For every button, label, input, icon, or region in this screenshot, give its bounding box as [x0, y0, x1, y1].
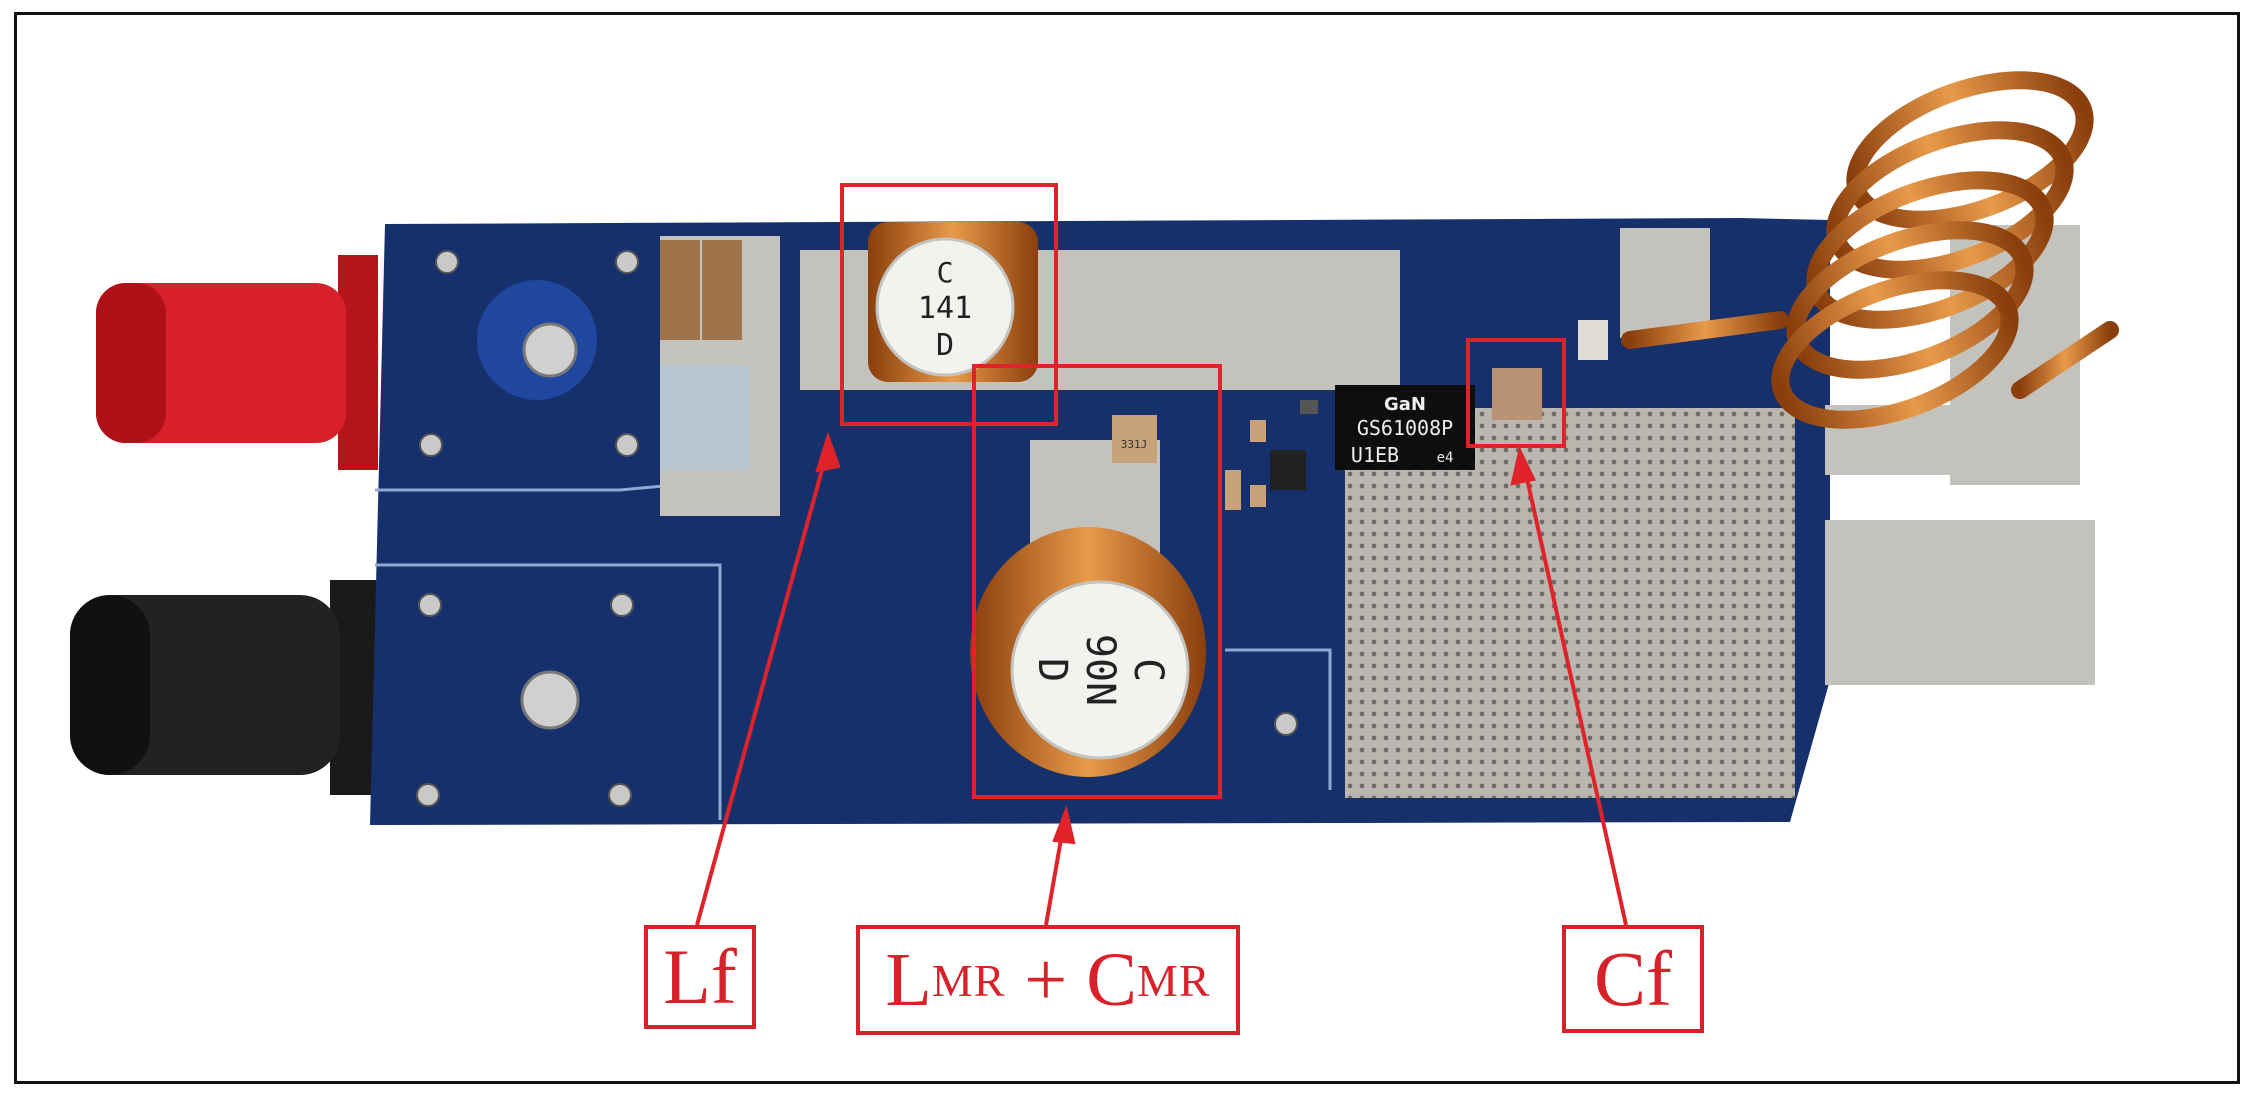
air-core-coil — [1621, 71, 2119, 429]
svg-text:141: 141 — [918, 291, 972, 326]
label-cf: Cf — [1562, 925, 1704, 1033]
black-banana-connector — [70, 580, 378, 795]
label-lf: Lf — [644, 925, 756, 1029]
highlight-box-lf — [840, 183, 1058, 426]
svg-text:C: C — [1125, 658, 1171, 682]
svg-text:U1EB: U1EB — [1351, 443, 1399, 467]
annotation-arrows — [695, 431, 1628, 926]
highlight-box-lmr-cmr — [972, 364, 1222, 799]
svg-text:90N: 90N — [1077, 634, 1123, 706]
svg-text:331J: 331J — [1121, 438, 1148, 451]
highlight-box-cf — [1466, 338, 1566, 448]
svg-text:D: D — [1029, 658, 1075, 682]
svg-text:D: D — [936, 328, 954, 363]
gan-chip: GaN GS61008P U1EB e4 — [1335, 385, 1475, 470]
capacitor-cf — [1492, 368, 1542, 420]
red-banana-connector — [96, 255, 378, 470]
svg-text:GS61008P: GS61008P — [1357, 416, 1453, 440]
inductor-lf: C 141 D — [868, 222, 1038, 382]
thermal-pad — [1345, 408, 1795, 798]
svg-text:C: C — [937, 256, 954, 289]
svg-text:e4: e4 — [1437, 450, 1454, 466]
svg-text:GaN: GaN — [1384, 394, 1426, 415]
inductor-lmr: C 90N D — [970, 527, 1206, 777]
mounting-holes — [416, 250, 1298, 807]
